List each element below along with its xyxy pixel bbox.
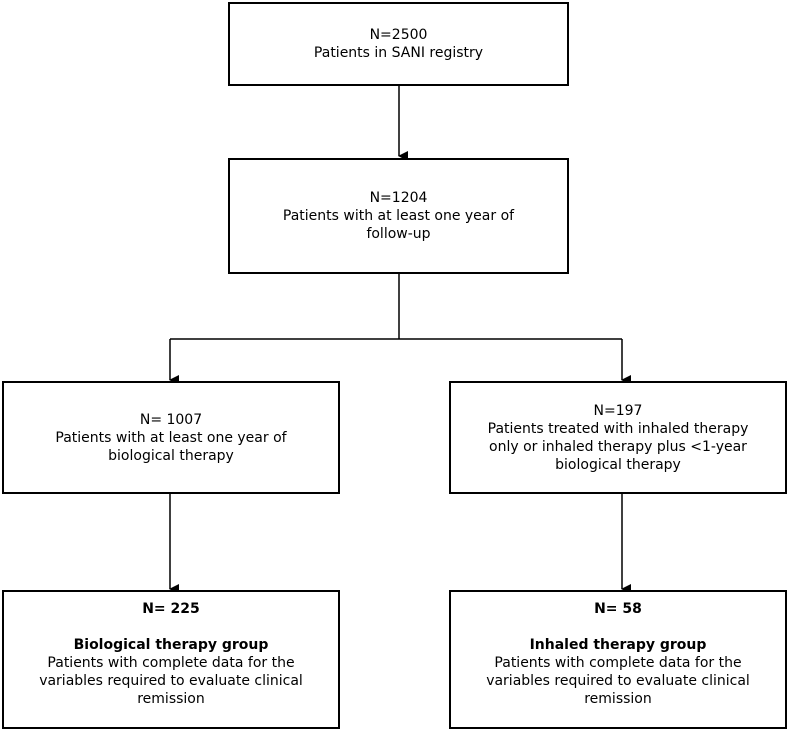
followup-desc-line2: follow-up xyxy=(366,226,431,242)
biological-desc-line2: biological therapy xyxy=(108,447,234,464)
bio-group-title: Biological therapy group xyxy=(73,637,269,653)
bio-group-count: N= 225 xyxy=(142,601,200,617)
box-inhaled: N=197 Patients treated with inhaled ther… xyxy=(449,381,787,494)
box-followup: N=1204 Patients with at least one year o… xyxy=(228,158,569,274)
registry-desc: Patients in SANI registry xyxy=(313,45,484,61)
registry-count: N=2500 xyxy=(369,27,428,43)
biological-count: N= 1007 xyxy=(139,411,203,428)
box-registry: N=2500 Patients in SANI registry xyxy=(228,2,569,86)
followup-desc-line1: Patients with at least one year of xyxy=(282,208,515,224)
followup-count: N=1204 xyxy=(369,190,428,206)
bio-group-desc-line3: remission xyxy=(137,691,205,707)
inh-group-title: Inhaled therapy group xyxy=(529,637,707,653)
inhaled-desc-line2: only or inhaled therapy plus <1-year xyxy=(489,438,747,455)
inhaled-desc-line3: biological therapy xyxy=(555,456,681,473)
bio-group-desc-line1: Patients with complete data for the xyxy=(47,655,295,671)
box-bio-group: N= 225 Biological therapy group Patients… xyxy=(2,590,340,729)
inhaled-count: N=197 xyxy=(593,402,643,419)
bio-group-desc-line2: variables required to evaluate clinical xyxy=(39,673,303,689)
inh-group-count: N= 58 xyxy=(594,601,642,617)
box-inh-group: N= 58 Inhaled therapy group Patients wit… xyxy=(449,590,787,729)
inh-group-desc-line2: variables required to evaluate clinical xyxy=(486,673,750,689)
inh-group-desc-line1: Patients with complete data for the xyxy=(494,655,742,671)
inhaled-desc-line1: Patients treated with inhaled therapy xyxy=(487,420,749,437)
box-biological: N= 1007 Patients with at least one year … xyxy=(2,381,340,494)
biological-desc-line1: Patients with at least one year of xyxy=(55,429,287,446)
inh-group-desc-line3: remission xyxy=(584,691,652,707)
